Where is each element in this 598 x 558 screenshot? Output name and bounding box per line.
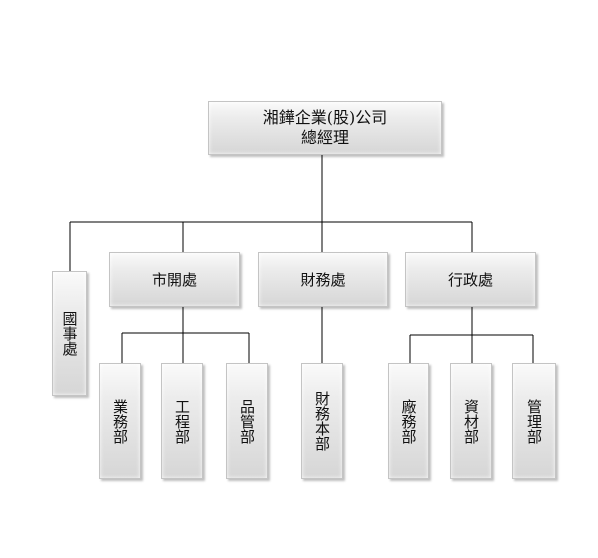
dept-xingzheng: 行政處 xyxy=(405,252,536,307)
general-manager-label: 總經理 xyxy=(300,128,349,147)
unit-caiwuben: 財務本部 xyxy=(301,363,343,479)
unit-pinguan-label: 品管部 xyxy=(238,398,256,444)
unit-pinguan: 品管部 xyxy=(226,363,268,479)
unit-guanli: 管理部 xyxy=(512,363,556,479)
unit-changwu: 廠務部 xyxy=(388,363,429,479)
dept-guoshi-label: 國事處 xyxy=(60,311,79,356)
dept-caiwu-label: 財務處 xyxy=(300,270,346,289)
unit-zicai: 資材部 xyxy=(450,363,492,479)
unit-guanli-label: 管理部 xyxy=(525,398,543,444)
dept-xingzheng-label: 行政處 xyxy=(447,270,493,289)
root-node: 湘鏵企業(股)公司 總經理 xyxy=(208,101,442,155)
company-name: 湘鏵企業(股)公司 xyxy=(262,108,388,127)
dept-caiwu: 財務處 xyxy=(258,252,388,307)
unit-gongcheng: 工程部 xyxy=(161,363,203,479)
dept-guoshi: 國事處 xyxy=(52,271,87,396)
unit-zicai-label: 資材部 xyxy=(462,398,480,444)
unit-changwu-label: 廠務部 xyxy=(399,398,418,444)
unit-caiwuben-label: 財務本部 xyxy=(313,391,331,451)
unit-yewu-label: 業務部 xyxy=(111,398,129,444)
unit-gongcheng-label: 工程部 xyxy=(173,398,191,444)
dept-shikai-label: 市開處 xyxy=(151,270,197,289)
dept-shikai: 市開處 xyxy=(109,252,240,307)
unit-yewu: 業務部 xyxy=(99,363,141,479)
